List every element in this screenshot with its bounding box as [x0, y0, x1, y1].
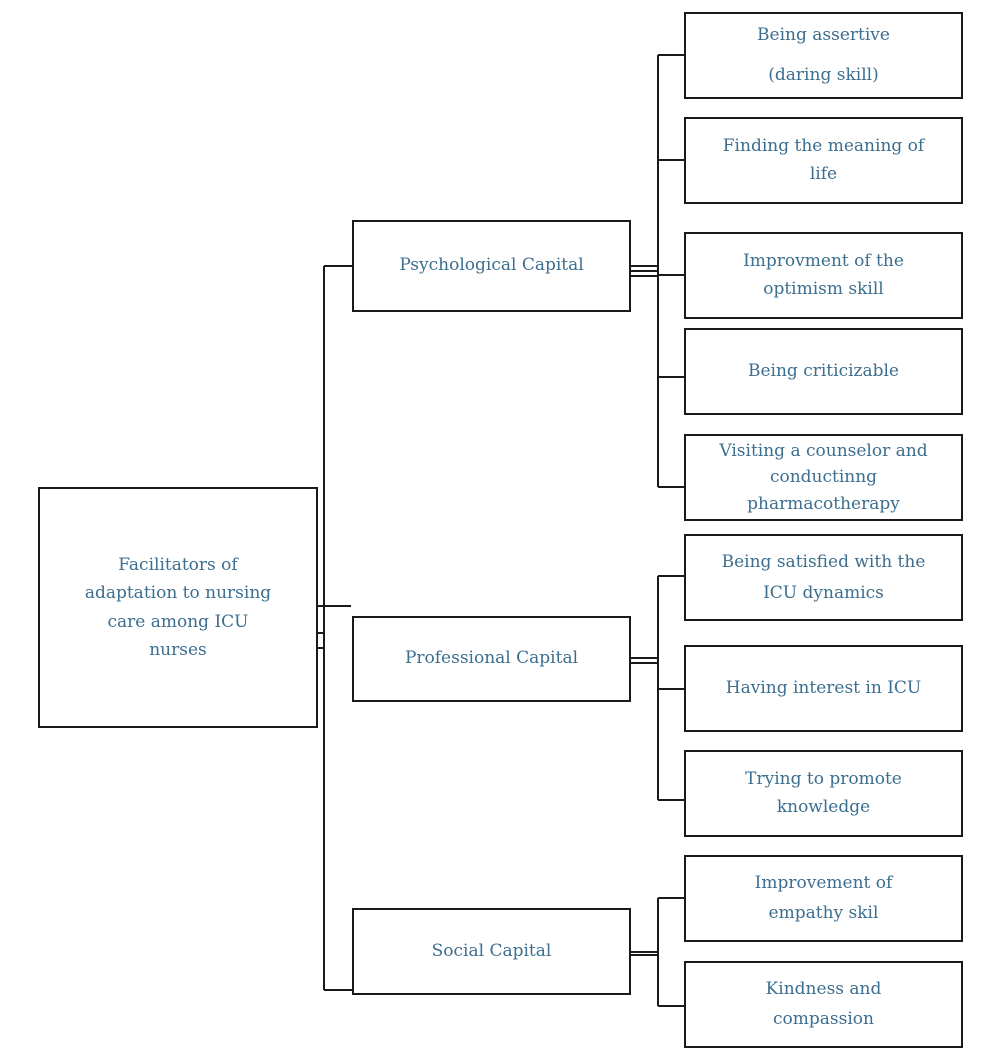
item-optimism-skill: Improvment of the optimism skill — [684, 232, 963, 319]
item-line: Visiting a counselor and — [719, 440, 928, 461]
item-line: Being assertive — [757, 25, 890, 46]
category-psychological-capital: Psychological Capital — [352, 220, 631, 312]
item-line: conductinng — [769, 467, 878, 488]
item-empathy-skill: Improvement of empathy skil — [684, 855, 963, 942]
item-kindness-compassion: Kindness and compassion — [684, 961, 963, 1048]
item-line: ICU dynamics — [763, 582, 884, 603]
category-professional-capital: Professional Capital — [352, 616, 631, 702]
root-node-box: Facilitators of adaptation to nursing ca… — [38, 487, 318, 728]
item-counselor-pharmacotherapy: Visiting a counselor and conductinng pha… — [684, 434, 963, 521]
item-satisfied-icu-dynamics: Being satisfied with the ICU dynamics — [684, 534, 963, 621]
item-line: Being satisfied with the — [721, 551, 926, 572]
item-line: Finding the meaning of — [722, 136, 925, 157]
category-label: Social Capital — [431, 940, 552, 961]
item-line: Kindness and — [765, 978, 882, 999]
item-line: life — [809, 163, 838, 184]
item-finding-meaning-of-life: Finding the meaning of life — [684, 117, 963, 204]
item-line: compassion — [773, 1008, 874, 1029]
category-label: Psychological Capital — [399, 255, 584, 276]
item-being-criticizable: Being criticizable — [684, 328, 963, 415]
item-line: (daring skill) — [768, 64, 879, 85]
category-social-capital: Social Capital — [352, 908, 631, 995]
item-line: optimism skill — [763, 278, 884, 299]
root-line-4: nurses — [149, 639, 207, 660]
item-being-assertive: Being assertive (daring skill) — [684, 12, 963, 99]
root-line-1: Facilitators of — [118, 555, 238, 576]
item-line: Trying to promote — [745, 769, 902, 790]
item-line: Improvement of — [754, 872, 893, 893]
item-line: Being criticizable — [747, 360, 899, 381]
item-line: knowledge — [776, 796, 871, 817]
item-interest-in-icu: Having interest in ICU — [684, 645, 963, 732]
root-line-2: adaptation to nursing — [84, 583, 272, 604]
item-line: pharmacotherapy — [747, 493, 900, 514]
item-line: empathy skil — [768, 902, 879, 923]
category-label: Professional Capital — [404, 648, 579, 669]
item-line: Improvment of the — [743, 251, 904, 272]
root-line-3: care among ICU — [107, 611, 249, 632]
item-promote-knowledge: Trying to promote knowledge — [684, 750, 963, 837]
item-line: Having interest in ICU — [725, 677, 922, 698]
